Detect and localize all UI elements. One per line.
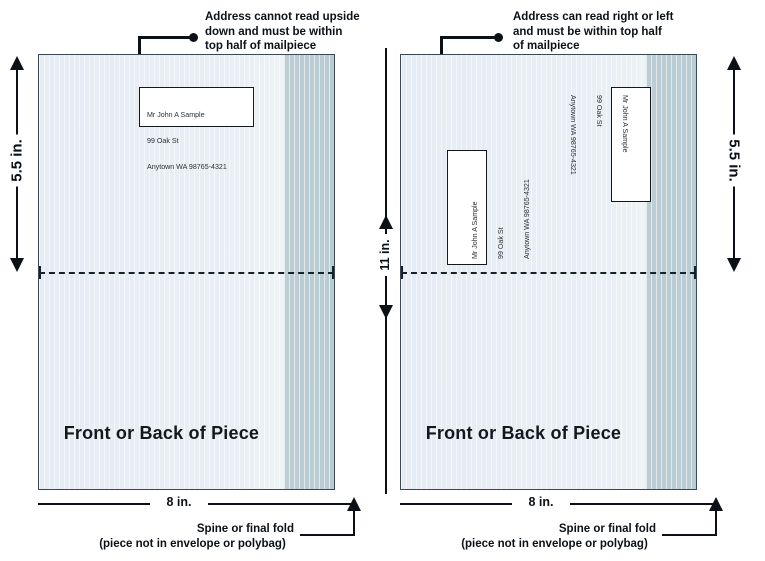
right-right-address-line3: Anytown WA 98765-4321 — [569, 95, 578, 175]
left-address-line2: 99 Oak St — [147, 136, 179, 145]
right-fold-tick-end — [694, 266, 696, 279]
right-spine-leader-horizontal — [662, 534, 717, 536]
right-address-label-read-right-text: Mr John A Sample 99 Oak St Anytown WA 98… — [569, 88, 652, 203]
left-width-label: 8 in. — [150, 495, 208, 509]
right-spine-arrow — [709, 497, 723, 511]
left-width-line-b — [208, 503, 353, 505]
left-fold-tick-end — [332, 266, 334, 279]
right-left-address-line2: 99 Oak St — [496, 227, 505, 259]
left-height-arrow-top — [10, 56, 24, 70]
right-spine-caption-line1: Spine or final fold — [558, 523, 656, 535]
left-height-label: 5.5 in. — [8, 134, 26, 187]
left-callout-line1: Address cannot read upside — [205, 11, 360, 23]
right-height-arrow-bottom — [727, 258, 741, 272]
center-height-arrow-bottom — [379, 305, 393, 319]
left-mailpiece: Mr John A Sample 99 Oak St Anytown WA 98… — [38, 54, 335, 490]
right-mailpiece: Mr John A Sample 99 Oak St Anytown WA 98… — [400, 54, 697, 490]
right-height-label: 5.5 in. — [725, 134, 743, 187]
right-address-label-read-left: Mr John A Sample 99 Oak St Anytown WA 98… — [447, 150, 531, 266]
left-height-arrow-bottom — [10, 258, 24, 272]
right-fold-line — [401, 272, 696, 274]
left-address-line1: Mr John A Sample — [147, 111, 205, 120]
right-fold-tick-start — [401, 266, 403, 279]
left-piece-caption: Front or Back of Piece — [63, 423, 260, 443]
left-spine-leader-vertical — [353, 511, 355, 536]
left-spine-caption-line1: Spine or final fold — [196, 523, 294, 535]
right-right-address-line2: 99 Oak St — [595, 95, 604, 127]
right-callout-text: Address can read right or left and must … — [513, 10, 673, 54]
right-left-address-line1: Mr John A Sample — [471, 201, 480, 259]
left-spine-caption-line2: (piece not in envelope or polybag) — [99, 538, 286, 550]
left-address-label: Mr John A Sample 99 Oak St Anytown WA 98… — [139, 87, 254, 171]
right-piece-caption: Front or Back of Piece — [425, 423, 622, 443]
right-address-label-read-left-text: Mr John A Sample 99 Oak St Anytown WA 98… — [448, 151, 531, 266]
left-callout-line3: top half of mailpiece — [205, 40, 317, 52]
left-spine-caption: Spine or final fold (piece not in envelo… — [85, 522, 300, 552]
left-width-line-a — [38, 503, 150, 505]
right-width-line-a — [400, 503, 512, 505]
right-callout-dot — [494, 33, 503, 42]
right-callout-line1: Address can read right or left — [513, 11, 674, 23]
left-fold-tick-start — [39, 266, 41, 279]
right-spine-caption-line2: (piece not in envelope or polybag) — [461, 538, 648, 550]
left-callout-dot — [189, 33, 198, 42]
right-spine-leader-vertical — [715, 511, 717, 536]
right-right-address-line1: Mr John A Sample — [620, 95, 629, 153]
right-width-label: 8 in. — [512, 495, 570, 509]
left-callout-text: Address cannot read upside down and must… — [205, 10, 360, 54]
left-spine-arrow — [347, 497, 361, 511]
left-fold-line — [39, 272, 334, 274]
right-callout-leader-horizontal — [440, 36, 497, 39]
right-height-arrow-top — [727, 56, 741, 70]
left-callout-line2: down and must be within — [205, 25, 343, 38]
center-height-arrow-top — [379, 215, 393, 229]
right-callout-line3: of mailpiece — [513, 40, 580, 52]
right-width-line-b — [570, 503, 715, 505]
center-height-label: 11 in. — [378, 234, 392, 276]
right-callout-line2: and must be within top half — [513, 25, 662, 38]
right-address-label-read-right: Mr John A Sample 99 Oak St Anytown WA 98… — [569, 87, 652, 203]
left-address-line3: Anytown WA 98765-4321 — [147, 162, 227, 171]
right-spine-caption: Spine or final fold (piece not in envelo… — [447, 522, 662, 552]
left-spine-leader-horizontal — [300, 534, 355, 536]
left-callout-leader-horizontal — [138, 36, 192, 39]
right-left-address-line3: Anytown WA 98765-4321 — [522, 179, 531, 259]
